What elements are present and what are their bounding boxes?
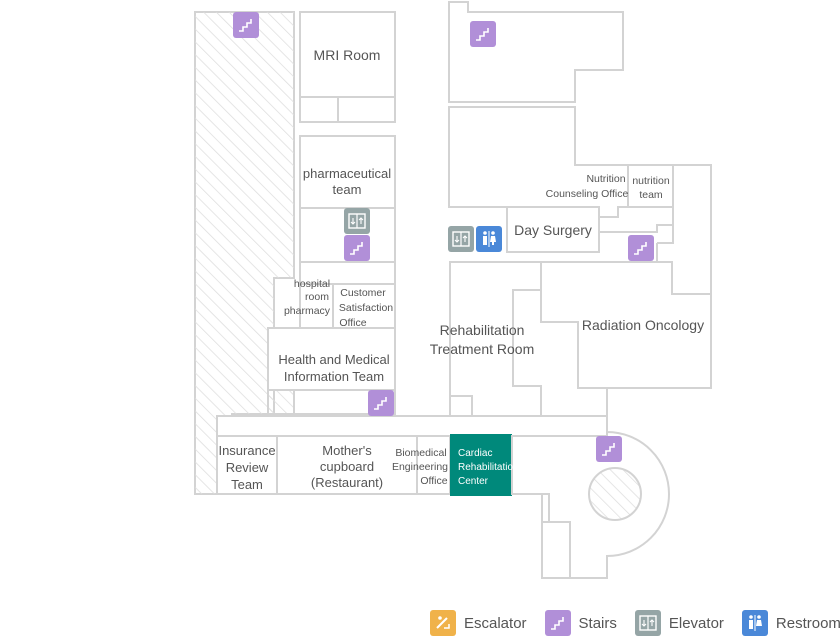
restroom-icon (476, 226, 502, 252)
room-nutrition-team-line2: team (639, 189, 663, 201)
room-pharmaceutical-team-line2: team (333, 182, 362, 197)
room-cardiac-rehab-line3: Center (458, 476, 489, 487)
stairs-icon (596, 436, 622, 462)
room-rehabilitation-line1: Rehabilitation (440, 322, 525, 338)
room-customer-satisfaction-line2: Satisfaction (339, 302, 393, 314)
room-insurance-line3: Team (231, 477, 263, 492)
stairs-icon (628, 235, 654, 261)
legend-elevator: Elevator (634, 610, 724, 636)
room-hospital-pharmacy-line3: pharmacy (284, 305, 331, 317)
floor-map: MRI Room pharmaceutical team hospital ro… (194, 1, 712, 579)
room-pharmaceutical-team-line1: pharmaceutical (303, 166, 391, 181)
room-day-surgery: Day Surgery (514, 222, 592, 238)
stairs-icon (470, 21, 496, 47)
room-nutrition-team-line1: nutrition (632, 175, 670, 187)
legend-escalator-label: Escalator (464, 614, 527, 632)
room-cardiac-rehab-line2: Rehabilitation (458, 462, 519, 473)
room-nutrition-counseling-line1: Nutrition (586, 173, 625, 185)
room-hospital-pharmacy-line2: room (305, 291, 329, 303)
legend-restroom: Restroom (741, 610, 840, 636)
round-wing (511, 416, 670, 579)
stairs-icon (344, 235, 370, 261)
cardiac-rehab-highlight[interactable] (450, 434, 512, 496)
room-cardiac-rehab-line1: Cardiac (458, 448, 492, 459)
stairs-icon (368, 390, 394, 416)
bottom-strip (216, 415, 608, 495)
room-mothers-cupboard-line1: Mother's (322, 443, 372, 458)
escalator-icon (430, 610, 456, 636)
elevator-icon (634, 610, 661, 636)
room-insurance-line1: Insurance (218, 443, 275, 458)
room-biomedical-line1: Biomedical (395, 447, 446, 459)
room-biomedical-line3: Office (420, 475, 447, 487)
elevator-icon (448, 226, 474, 252)
room-health-info-line2: Information Team (284, 369, 384, 384)
room-nutrition-counseling-line2: Counseling Office (546, 188, 629, 200)
room-mri: MRI Room (314, 47, 381, 63)
stairs-icon (233, 12, 259, 38)
legend-restroom-label: Restroom (775, 614, 840, 632)
stairs-icon (544, 610, 571, 636)
room-insurance-line2: Review (226, 460, 269, 475)
map-legend: Escalator Stairs Elevator (430, 608, 840, 638)
room-hospital-pharmacy-line1: hospital (294, 278, 330, 290)
room-mothers-cupboard-line3: (Restaurant) (311, 475, 383, 490)
room-customer-satisfaction-line1: Customer (340, 287, 386, 299)
legend-stairs-label: Stairs (578, 614, 617, 632)
legend-escalator: Escalator (430, 610, 527, 636)
legend-elevator-label: Elevator (668, 614, 724, 632)
elevator-icon (344, 208, 370, 234)
room-mothers-cupboard-line2: cupboard (320, 459, 374, 474)
legend-stairs: Stairs (544, 610, 617, 636)
restroom-icon (741, 610, 768, 636)
room-radiation-oncology: Radiation Oncology (582, 317, 704, 333)
left-wing (267, 11, 396, 415)
room-rehabilitation-line2: Treatment Room (430, 341, 535, 357)
room-customer-satisfaction-line3: Office (339, 317, 366, 329)
room-biomedical-line2: Engineering (392, 461, 448, 473)
room-health-info-line1: Health and Medical (278, 352, 389, 367)
